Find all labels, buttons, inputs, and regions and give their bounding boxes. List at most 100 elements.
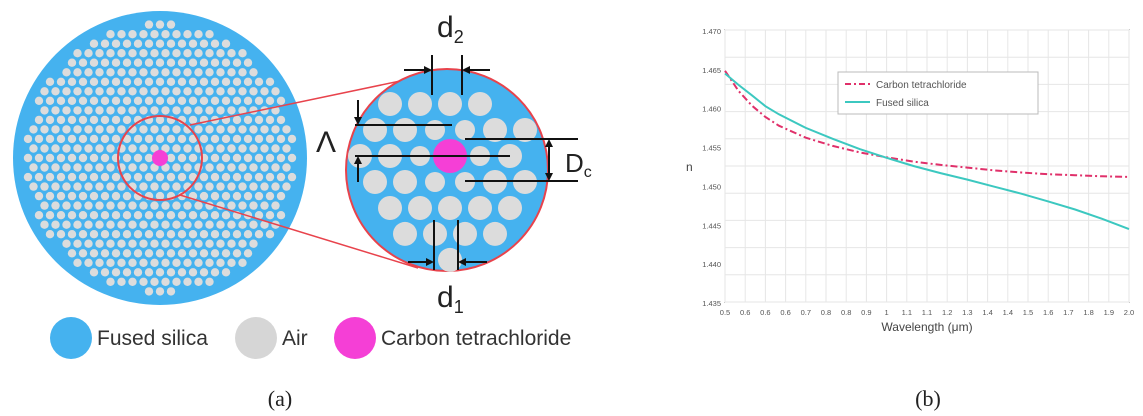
x-tick-label: 0.7 [801, 308, 811, 317]
air-hole [254, 77, 264, 87]
air-hole [260, 163, 269, 172]
air-hole [205, 106, 214, 115]
panel-a: d2 d1 Λ Dc Fused silica Air Carbon tetra… [13, 11, 592, 411]
air-hole [166, 134, 176, 144]
air-hole [232, 191, 242, 201]
air-hole [122, 134, 132, 144]
air-hole [188, 115, 198, 125]
air-hole [84, 125, 93, 134]
air-hole [166, 268, 176, 277]
air-hole [172, 68, 181, 77]
air-hole [111, 58, 121, 67]
air-hole [172, 182, 181, 191]
air-hole [133, 58, 143, 67]
air-hole [95, 144, 104, 153]
air-hole [194, 30, 203, 39]
air-hole [100, 58, 110, 67]
air-hole [78, 96, 88, 106]
air-hole [254, 211, 264, 220]
air-hole [122, 153, 132, 163]
y-tick-label: 1.435 [702, 299, 721, 308]
air-hole [177, 39, 187, 48]
air-hole [155, 58, 165, 67]
air-hole [117, 68, 126, 77]
air-hole [265, 172, 275, 182]
air-hole [194, 87, 203, 96]
x-tick-label: 1.4 [982, 308, 992, 317]
air-hole [161, 144, 170, 153]
air-hole [287, 172, 297, 182]
legend-label-fused-silica: Fused silica [97, 327, 208, 350]
air-hole [144, 20, 154, 29]
air-hole [232, 230, 242, 239]
air-hole [183, 144, 192, 153]
air-hole [144, 268, 154, 277]
air-hole [95, 182, 104, 191]
air-hole [95, 125, 104, 134]
dimension-arrowheads [354, 66, 553, 266]
air-hole [51, 125, 60, 134]
air-hole [139, 125, 148, 134]
air-hole [111, 39, 121, 48]
air-hole [150, 30, 159, 39]
air-hole [139, 163, 148, 172]
air-hole [216, 106, 225, 115]
air-hole [139, 201, 148, 210]
air-hole [161, 163, 170, 172]
air-hole [205, 258, 214, 267]
air-hole [73, 49, 82, 58]
air-hole [117, 277, 126, 286]
air-hole [265, 96, 275, 106]
air-hole [227, 258, 236, 267]
air-hole [95, 163, 104, 172]
air-hole [199, 268, 209, 277]
x-tick-label: 0.6 [740, 308, 750, 317]
air-hole [221, 172, 231, 182]
air-hole [34, 115, 44, 125]
air-hole [194, 106, 203, 115]
air-hole [95, 68, 104, 77]
air-hole [73, 182, 82, 191]
air-hole [40, 125, 49, 134]
air-hole [254, 230, 264, 239]
air-hole [128, 49, 137, 58]
air-hole [276, 172, 286, 182]
x-tick-label: 1.3 [962, 308, 972, 317]
air-hole [89, 153, 99, 163]
air-hole [254, 172, 264, 182]
air-hole [249, 201, 258, 210]
air-hole [227, 68, 236, 77]
x-tick-label: 1 [885, 308, 889, 317]
air-hole [172, 201, 181, 210]
air-hole [249, 125, 258, 134]
air-hole [117, 30, 126, 39]
air-hole [216, 239, 225, 248]
air-hole [287, 153, 297, 163]
label-d2: d2 [437, 11, 464, 47]
air-hole [128, 144, 137, 153]
air-hole [78, 230, 88, 239]
air-hole [172, 49, 181, 58]
air-hole [89, 58, 99, 67]
label-lambda: Λ [316, 126, 336, 159]
air-hole [205, 68, 214, 77]
air-hole [67, 96, 77, 106]
air-hole [161, 220, 170, 229]
zoom-air-hole [438, 247, 462, 272]
air-hole [100, 249, 110, 258]
zoom-marker-circle [117, 115, 203, 201]
air-hole [183, 239, 192, 248]
air-hole [155, 268, 165, 277]
air-hole [67, 249, 77, 258]
air-hole [265, 230, 275, 239]
air-hole [188, 268, 198, 277]
air-hole [117, 125, 126, 134]
air-hole [188, 39, 198, 48]
air-hole [188, 172, 198, 182]
air-hole [106, 68, 115, 77]
air-hole [205, 144, 214, 153]
air-hole [133, 96, 143, 106]
air-hole [144, 211, 154, 220]
air-hole [205, 125, 214, 134]
